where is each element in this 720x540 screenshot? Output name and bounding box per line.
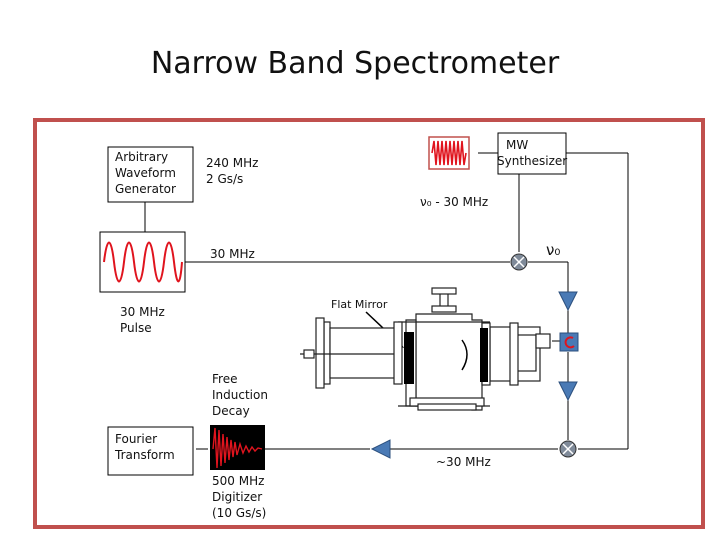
digitizer-label-line3: (10 Gs/s) bbox=[212, 506, 266, 520]
lower-mixer-icon bbox=[559, 440, 577, 458]
pulse-waveform-box bbox=[99, 231, 186, 293]
mhz30-label: 30 MHz bbox=[210, 247, 255, 261]
upper-amplifier-icon bbox=[558, 291, 578, 312]
lower-amplifier-icon bbox=[558, 381, 578, 402]
mw-waveform bbox=[431, 140, 467, 166]
mw-label-line2: Synthesizer bbox=[497, 154, 567, 168]
fid-label-line2: Induction bbox=[212, 388, 268, 402]
fid-waveform bbox=[212, 427, 263, 469]
diagram-frame bbox=[33, 118, 705, 529]
return-amplifier-icon bbox=[370, 439, 391, 459]
mw-label-line1: MW bbox=[506, 138, 528, 152]
pulse-label-line2: Pulse bbox=[120, 321, 152, 335]
curved-mirror bbox=[480, 328, 488, 382]
digitizer-label-line2: Digitizer bbox=[212, 490, 262, 504]
fourier-label-line2: Transform bbox=[114, 448, 175, 462]
digitizer-label-line1: 500 MHz bbox=[212, 474, 264, 488]
fourier-box bbox=[107, 426, 194, 476]
fid-label-line3: Decay bbox=[212, 404, 250, 418]
rate-label-line2: 2 Gs/s bbox=[206, 172, 243, 186]
flat-mirror bbox=[404, 332, 414, 384]
rate-label-line1: 240 MHz bbox=[206, 156, 258, 170]
awg-label-line3: Generator bbox=[115, 182, 176, 196]
pulse-label-line1: 30 MHz bbox=[120, 305, 165, 319]
signal-wires bbox=[144, 152, 629, 450]
approx30-label: ~30 MHz bbox=[436, 455, 491, 469]
awg-label-line2: Waveform bbox=[115, 166, 176, 180]
mw-synthesizer-box bbox=[497, 132, 567, 175]
awg-label-line1: Arbitrary bbox=[115, 150, 168, 164]
switch-icon bbox=[559, 332, 579, 352]
page-title: Narrow Band Spectrometer bbox=[150, 46, 560, 81]
pulse-waveform bbox=[103, 241, 183, 283]
curved-mirror-surface bbox=[461, 339, 468, 371]
upper-mixer-icon bbox=[510, 253, 528, 271]
flat-mirror-label: Flat Mirror bbox=[331, 298, 388, 311]
fid-label-line1: Free bbox=[212, 372, 237, 386]
awg-box bbox=[107, 146, 194, 203]
fourier-label-line1: Fourier bbox=[115, 432, 157, 446]
nu0-minus-label: ν₀ - 30 MHz bbox=[420, 195, 488, 209]
nu0-label: ν₀ bbox=[546, 241, 560, 259]
